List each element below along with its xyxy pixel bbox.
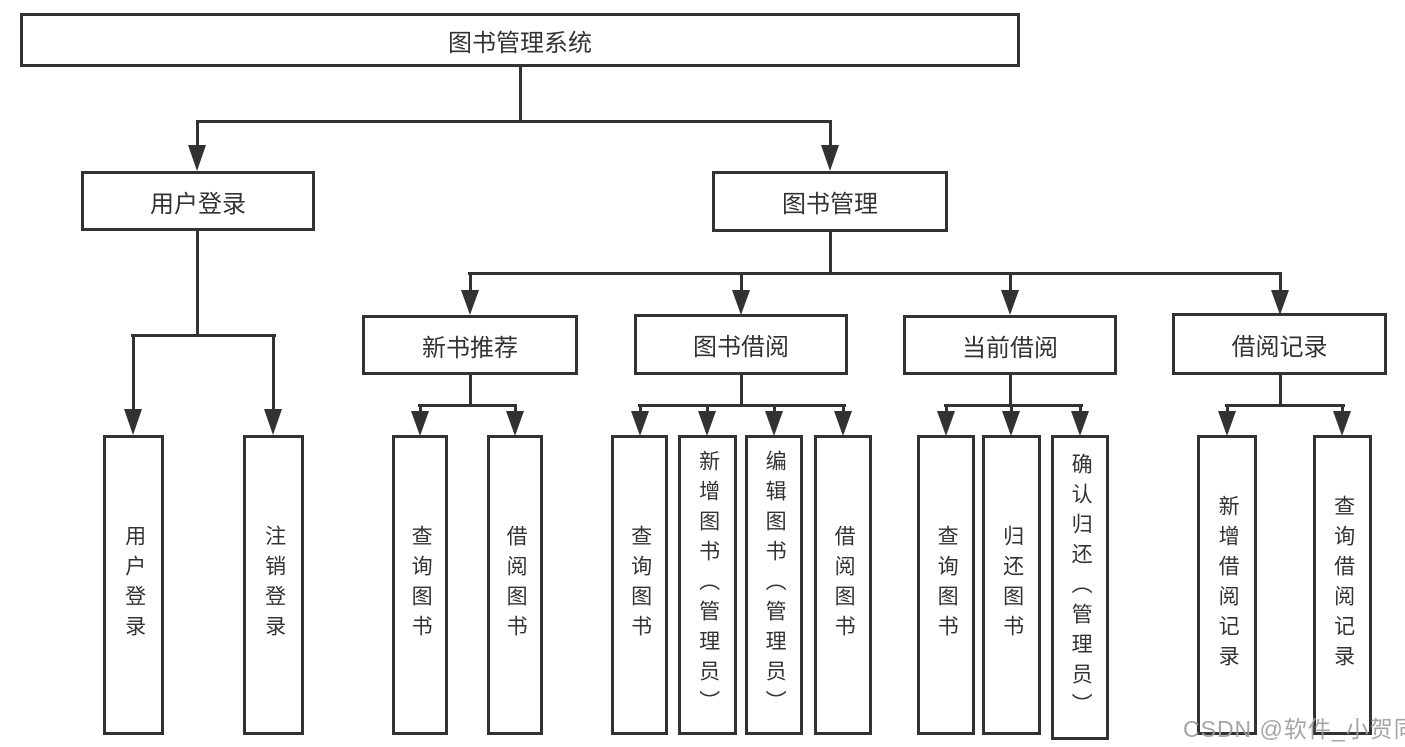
node-label: 图书管理系统 (448, 29, 592, 57)
arrow-down-icon (264, 409, 282, 435)
node-label: 用户登录 (150, 190, 246, 218)
node-label: 注销登录 (262, 525, 286, 645)
arrow-down-icon (698, 411, 716, 436)
arrow-down-icon (1271, 290, 1289, 315)
node-label: 新书推荐 (422, 334, 518, 362)
arrow-down-icon (834, 411, 852, 436)
connector-line (514, 404, 517, 413)
node-label: 借阅记录 (1231, 333, 1328, 361)
arrow-down-icon (1333, 411, 1351, 436)
connector-line (196, 229, 199, 336)
connector-line (1009, 272, 1012, 291)
node-label: 查询图书 (409, 525, 433, 645)
connector-line (418, 404, 517, 407)
leaf-add-books-admin: 新增图书（管理员） (678, 435, 737, 735)
arrow-down-icon (124, 409, 142, 435)
node-book-management: 图书管理 (712, 171, 948, 232)
connector-line (1010, 404, 1013, 413)
connector-line (1226, 404, 1229, 413)
connector-line (469, 373, 472, 407)
connector-line (272, 334, 275, 411)
connector-line (944, 404, 1083, 407)
connector-line (706, 404, 709, 413)
connector-line (468, 272, 1282, 275)
leaf-logout: 注销登录 (243, 435, 304, 735)
node-label: 当前借阅 (962, 334, 1058, 362)
node-label: 图书管理 (782, 191, 878, 218)
connector-line (1079, 404, 1082, 413)
connector-line (196, 120, 832, 123)
connector-line (639, 404, 642, 413)
leaf-borrow-books-recommend: 借阅图书 (487, 435, 543, 735)
arrow-down-icon (411, 411, 429, 436)
arrow-down-icon (461, 290, 479, 315)
connector-line (1279, 373, 1282, 407)
connector-line (519, 66, 522, 122)
connector-line (1225, 404, 1345, 407)
connector-line (740, 272, 743, 291)
node-label: 借阅图书 (504, 525, 528, 645)
connector-line (740, 373, 743, 407)
node-label: 用户登录 (122, 525, 146, 645)
node-user-login: 用户登录 (81, 171, 315, 231)
connector-line (1009, 373, 1012, 407)
node-label: 图书借阅 (693, 334, 789, 361)
leaf-query-borrow-record: 查询借阅记录 (1313, 435, 1372, 735)
leaf-add-borrow-record: 新增借阅记录 (1197, 435, 1257, 735)
leaf-return-books: 归还图书 (982, 435, 1041, 735)
arrow-down-icon (1071, 411, 1089, 436)
connector-line (842, 404, 845, 413)
node-label: 归还图书 (1000, 525, 1024, 645)
node-label: 查询图书 (628, 525, 652, 645)
connector-line (469, 272, 472, 291)
leaf-confirm-return-admin: 确认归还（管理员） (1051, 435, 1109, 740)
csdn-watermark: CSDN @软件_小贺同学 (1183, 716, 1405, 742)
connector-line (829, 120, 832, 147)
arrow-down-icon (506, 411, 524, 436)
leaf-query-books-borrowing: 查询图书 (611, 435, 668, 735)
node-library-system: 图书管理系统 (20, 13, 1020, 67)
connector-line (773, 404, 776, 413)
arrow-down-icon (1218, 411, 1236, 436)
arrow-down-icon (1002, 411, 1020, 436)
node-label: 借阅图书 (832, 525, 856, 645)
leaf-edit-books-admin: 编辑图书（管理员） (745, 435, 803, 735)
node-label: 查询图书 (935, 525, 959, 645)
node-label: 新增图书（管理员） (696, 450, 720, 720)
connector-line (131, 334, 276, 337)
connector-line (132, 334, 135, 411)
arrow-down-icon (765, 411, 783, 436)
node-label: 新增借阅记录 (1216, 495, 1240, 675)
arrow-down-icon (732, 290, 750, 315)
node-new-book-recommendation: 新书推荐 (362, 315, 578, 375)
node-borrowing-records: 借阅记录 (1172, 313, 1387, 375)
connector-line (419, 404, 422, 413)
node-label: 编辑图书（管理员） (763, 450, 787, 720)
leaf-borrow-books: 借阅图书 (814, 435, 872, 735)
connector-line (1279, 272, 1282, 291)
node-book-borrowing: 图书借阅 (634, 314, 848, 375)
arrow-down-icon (188, 145, 206, 171)
connector-line (829, 230, 832, 275)
leaf-query-books-current: 查询图书 (917, 435, 975, 735)
arrow-down-icon (937, 411, 955, 436)
connector-line (945, 404, 948, 413)
connector-line (1341, 404, 1344, 413)
node-label: 查询借阅记录 (1331, 495, 1355, 675)
arrow-down-icon (1001, 290, 1019, 315)
arrow-down-icon (631, 411, 649, 436)
leaf-query-books-recommend: 查询图书 (392, 435, 448, 735)
connector-line (196, 120, 199, 147)
leaf-user-login: 用户登录 (103, 435, 164, 735)
node-current-borrowing: 当前借阅 (903, 315, 1117, 375)
connector-line (638, 404, 846, 407)
arrow-down-icon (821, 145, 839, 171)
node-label: 确认归还（管理员） (1069, 452, 1093, 723)
